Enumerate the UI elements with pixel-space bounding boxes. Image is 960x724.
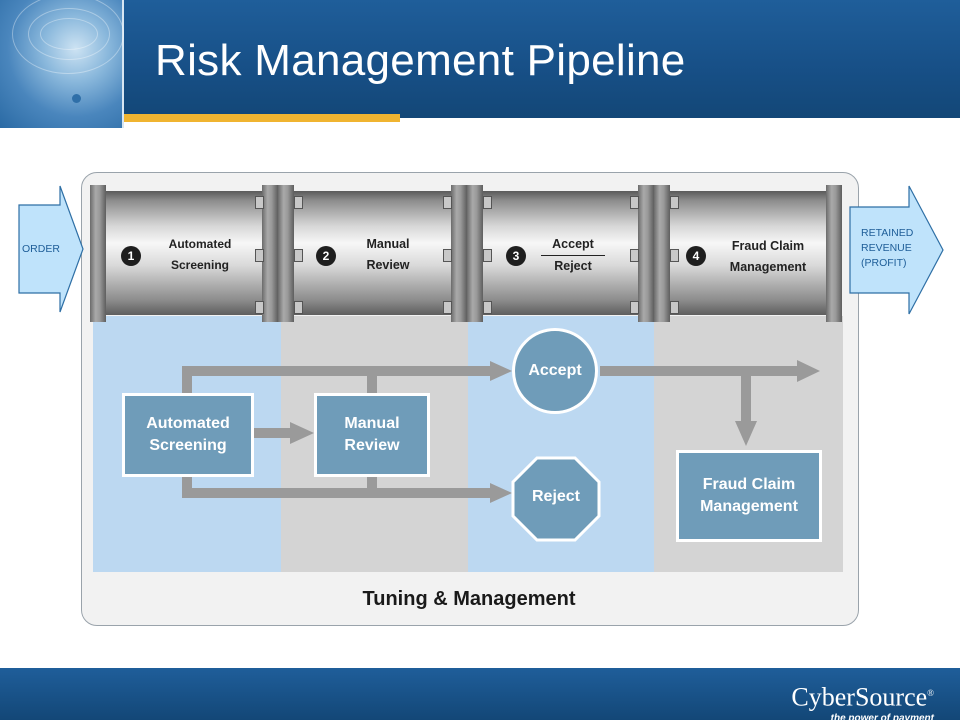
bolt — [630, 301, 639, 314]
reject-label: Reject — [531, 488, 581, 505]
reject-octagon — [511, 456, 601, 542]
header-bar — [0, 0, 960, 118]
pipe-flange — [90, 185, 106, 322]
water-drop-image — [0, 0, 124, 128]
retained-revenue-label: RETAINED REVENUE (PROFIT) — [861, 227, 914, 269]
stage-1-number: 1 — [121, 246, 141, 266]
pipe-flange — [278, 185, 294, 322]
footer-bar — [0, 668, 960, 720]
stage-3-number: 3 — [506, 246, 526, 266]
arrow-to-fraud — [735, 421, 757, 446]
bolt — [670, 249, 679, 262]
pipe-flange — [451, 185, 467, 322]
connector-down-manual — [367, 474, 377, 498]
arrow-to-reject — [490, 483, 512, 503]
bolt — [294, 301, 303, 314]
stage-2-number: 2 — [316, 246, 336, 266]
bolt — [294, 249, 303, 262]
connector-top — [182, 366, 492, 376]
connector-up-manual — [367, 366, 377, 396]
bolt — [443, 249, 452, 262]
pipe-flange — [467, 185, 483, 322]
stage-4-label: Fraud Claim Management — [729, 239, 807, 274]
pipe-flange — [262, 185, 278, 322]
arrow-to-revenue — [797, 360, 820, 382]
connector-up-automated — [182, 366, 192, 396]
arrow-to-manual — [290, 422, 314, 444]
order-arrow — [18, 185, 84, 313]
cybersource-logo: CyberSource® the power of payment — [791, 682, 934, 724]
bolt — [670, 196, 679, 209]
bolt — [255, 301, 264, 314]
connector-accept-right — [600, 366, 800, 376]
page-title: Risk Management Pipeline — [155, 36, 686, 85]
connector-bottom — [182, 488, 492, 498]
pipe-flange — [638, 185, 654, 322]
bolt — [443, 301, 452, 314]
connector-down-automated — [182, 474, 192, 498]
bolt — [483, 301, 492, 314]
stage-4-number: 4 — [686, 246, 706, 266]
stage-3-label: Accept Reject — [540, 234, 606, 277]
pipe-flange — [826, 185, 842, 322]
accent-bar — [124, 114, 400, 122]
arrow-to-accept — [490, 361, 512, 381]
tuning-management-label: Tuning & Management — [362, 588, 576, 610]
bolt — [255, 196, 264, 209]
bolt — [483, 196, 492, 209]
bolt — [255, 249, 264, 262]
stage-1-label: Automated Screening — [168, 237, 232, 272]
stage-3-divider — [541, 255, 605, 256]
bolt — [294, 196, 303, 209]
bolt — [630, 249, 639, 262]
connector-automated-manual — [253, 428, 293, 438]
bolt — [443, 196, 452, 209]
order-label: ORDER — [22, 243, 60, 255]
accept-circle: Accept — [512, 328, 598, 414]
bolt — [670, 301, 679, 314]
connector-down-fraud — [741, 371, 751, 423]
bolt — [630, 196, 639, 209]
bolt — [483, 249, 492, 262]
revenue-arrow — [849, 185, 944, 315]
stage-2-label: Manual Review — [366, 237, 410, 272]
pipe-flange — [654, 185, 670, 322]
